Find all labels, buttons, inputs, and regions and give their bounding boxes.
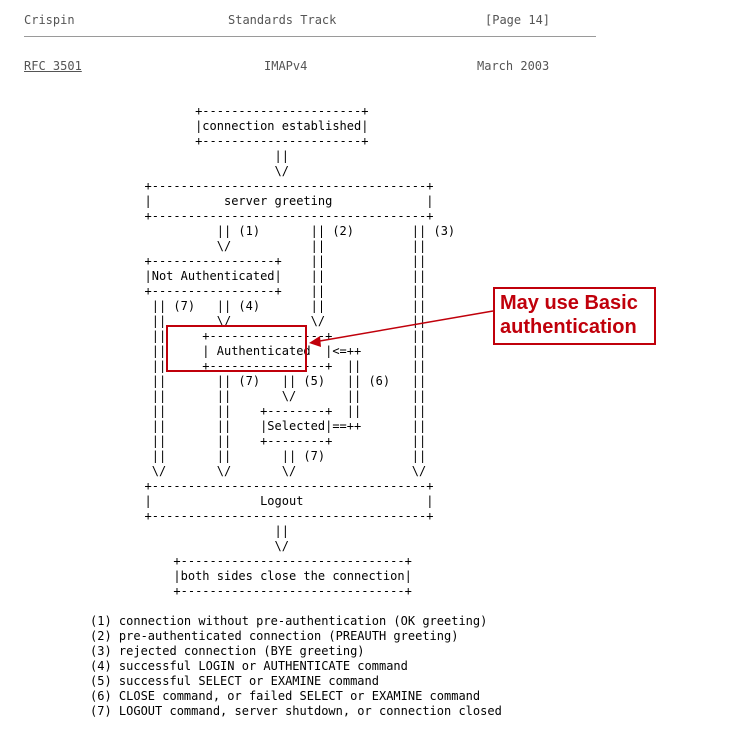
rfc-link[interactable]: RFC 3501 xyxy=(24,59,82,73)
header-track: Standards Track xyxy=(228,13,337,27)
document-date: March 2003 xyxy=(477,59,550,73)
legend-item: (7) LOGOUT command, server shutdown, or … xyxy=(90,704,502,718)
header-author: Crispin xyxy=(24,13,75,27)
diagram-legend: (1) connection without pre-authenticatio… xyxy=(90,614,502,719)
authenticated-state-highlight xyxy=(166,325,307,372)
legend-item: (1) connection without pre-authenticatio… xyxy=(90,614,488,628)
imap-state-diagram: +----------------------+ |connection est… xyxy=(144,104,456,598)
legend-item: (5) successful SELECT or EXAMINE command xyxy=(90,674,379,688)
protocol-name: IMAPv4 xyxy=(264,59,308,73)
document-subheader: RFC 3501 IMAPv4 March 2003 xyxy=(24,59,596,74)
header-page: [Page 14] xyxy=(485,13,551,27)
page-header: Crispin Standards Track [Page 14] xyxy=(24,13,596,28)
basic-auth-callout: May use Basic authentication xyxy=(493,287,656,345)
header-rule xyxy=(24,36,596,37)
legend-item: (6) CLOSE command, or failed SELECT or E… xyxy=(90,689,481,703)
legend-item: (4) successful LOGIN or AUTHENTICATE com… xyxy=(90,659,408,673)
legend-item: (2) pre-authenticated connection (PREAUT… xyxy=(90,629,459,643)
legend-item: (3) rejected connection (BYE greeting) xyxy=(90,644,365,658)
